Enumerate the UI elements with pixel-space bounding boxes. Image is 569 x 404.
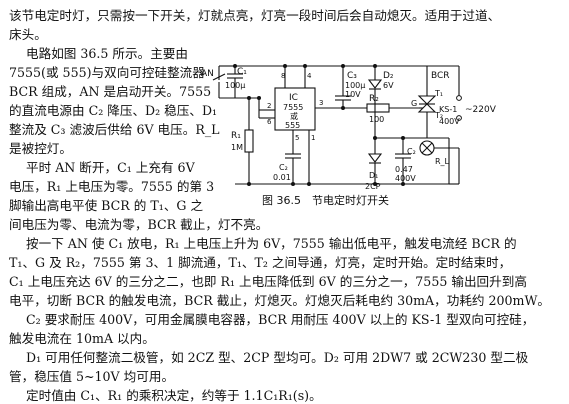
label-pin5: 5 <box>295 134 299 142</box>
label-c2: C₂ <box>279 163 288 172</box>
label-c2-val: 0.01 <box>273 173 291 182</box>
text-line: 该节电定时灯，只需按一下开关，灯就点亮，灯亮一段时间后会自动熄灭。适用于过道、 <box>9 8 501 23</box>
label-c3-val2: 10V <box>345 90 361 99</box>
label-pin6: 6 <box>267 118 272 126</box>
text-line: 管，稳压值 5~10V 均可用。 <box>9 369 175 384</box>
text-line: T₁、G 及 R₂，7555 第 3、1 脚流通，T₁、T₂ 之间导通，灯亮，定… <box>9 255 512 270</box>
text-line: 电路如图 36.5 所示。主要由 <box>26 46 188 61</box>
text-line: 7555(或 555)与双向可控硅整流器 <box>9 65 205 80</box>
text-line: BCR 组成，AN 是启动开关。7555 <box>9 84 212 99</box>
label-r1: R₁ <box>231 131 241 141</box>
text-line: 间电压为零、电流为零，BCR 截止，灯不亮。 <box>9 217 269 232</box>
text-line: 的直流电源由 C₂ 降压、D₂ 稳压、D₁ <box>9 103 218 118</box>
text-line: 触发电流在 10mA 以内。 <box>9 331 155 346</box>
label-rl: R_L <box>435 157 450 166</box>
text-line: 电平，切断 BCR 的触发电流，BCR 截止，灯熄灭。灯熄灭后耗电约 30mA，… <box>9 293 551 308</box>
label-d2-val: 6V <box>383 81 394 90</box>
label-c4-val1: 0.47 <box>395 165 413 174</box>
label-c3: C₃ <box>347 71 357 81</box>
circuit-diagram: AN C₁ 100μ R₁ 1M IC 7555 或 555 8 4 2 6 3… <box>197 58 563 198</box>
text-line: 是被控灯。 <box>9 141 72 156</box>
text-line: D₁ 可用任何整流二极管，如 2CZ 型、2CP 型均可。D₂ 可用 2DW7 … <box>26 350 529 365</box>
label-pin4: 4 <box>307 72 312 80</box>
label-pin3: 3 <box>319 99 323 107</box>
label-ac: ~220V <box>465 105 497 115</box>
label-c1-val: 100μ <box>225 81 245 90</box>
label-c3-val1: 100μ <box>345 81 365 90</box>
label-pin2: 2 <box>267 102 271 110</box>
label-t1: T₁ <box>434 89 443 98</box>
text-line: 平时 AN 断开，C₁ 上充有 6V <box>26 160 195 175</box>
text-line: C₂ 要求耐压 400V，可用金属膜电容器，BCR 用耐压 400V 以上的 K… <box>26 312 535 327</box>
label-an: AN <box>201 69 214 79</box>
label-pin8: 8 <box>281 72 285 80</box>
text-line: C₁ 上电压充达 6V 的三分之二，也即 R₁ 上电压降低到 6V 的三分之一，… <box>9 274 527 289</box>
label-d1-val: 2CP <box>365 182 381 191</box>
circuit-svg: AN C₁ 100μ R₁ 1M IC 7555 或 555 8 4 2 6 3… <box>201 64 497 191</box>
text-line: 按一下 AN 使 C₁ 放电，R₁ 上电压上升为 6V，7555 输出低电平，触… <box>26 236 517 251</box>
label-pin1: 1 <box>311 134 315 142</box>
label-ic-alt: 555 <box>285 121 300 130</box>
label-r2: R₂ <box>369 94 379 104</box>
text-line: 脚输出高电平使 BCR 的 T₁、G 之 <box>9 198 204 213</box>
text-line: 床头。 <box>9 27 47 42</box>
label-c1: C₁ <box>237 67 247 77</box>
label-bcr-v: 400V <box>439 117 460 126</box>
label-c4-val2: 400V <box>395 174 416 183</box>
label-d1: D₁ <box>369 171 378 180</box>
label-r1-val: 1M <box>231 143 243 152</box>
label-t2: T₂ <box>434 111 443 120</box>
label-bcr: BCR <box>431 71 450 81</box>
text-line: 电压，R₁ 上电压为零。7555 的第 3 <box>9 179 215 194</box>
label-d2: D₂ <box>383 71 394 81</box>
text-line: 整流及 C₃ 滤波后供给 6V 电压。R_L <box>9 122 220 137</box>
label-ic-model: 7555 <box>283 103 303 112</box>
label-g: G <box>411 99 417 108</box>
label-c4: C₂ <box>407 147 416 156</box>
label-bcr-model: KS-1 <box>439 105 457 114</box>
text-line: 定时值由 C₁、R₁ 的乘积决定，约等于 1.1C₁R₁(s)。 <box>26 388 322 403</box>
label-ic-or: 或 <box>290 111 298 121</box>
label-r2-val: 100 <box>369 115 384 124</box>
figure-caption: 图 36.5 节电定时灯开关 <box>262 194 389 207</box>
label-ic: IC <box>289 93 298 103</box>
